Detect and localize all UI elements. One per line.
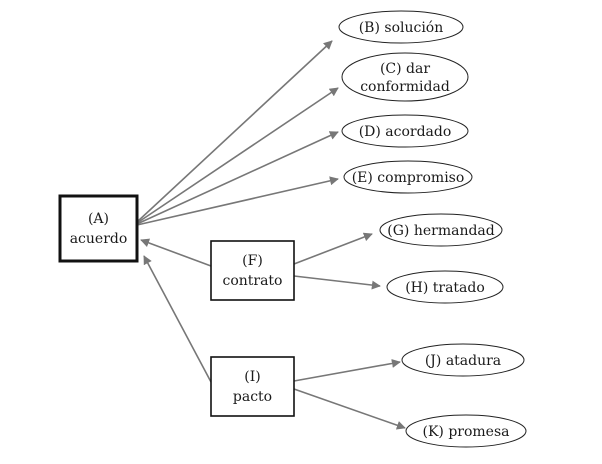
edge-a-d xyxy=(136,131,339,225)
edge-f-g xyxy=(293,232,373,265)
node-g-hermandad: (G) hermandad xyxy=(379,213,503,247)
node-k-label: (K) promesa xyxy=(422,424,509,440)
node-d-acordado: (D) acordado xyxy=(341,114,469,148)
edges xyxy=(136,40,406,430)
edge-f-a xyxy=(140,238,212,267)
node-f-word: contrato xyxy=(222,273,282,289)
edge-a-c xyxy=(136,87,339,224)
node-a-acuerdo: (A) acuerdo xyxy=(58,194,139,263)
node-i-pacto: (I) pacto xyxy=(210,356,295,417)
node-c-word: conformidad xyxy=(360,79,450,95)
node-i-label: (I) xyxy=(244,369,260,385)
node-f-contrato: (F) contrato xyxy=(210,240,295,301)
node-k-promesa: (K) promesa xyxy=(405,414,527,448)
edge-i-j xyxy=(293,358,401,382)
node-h-label: (H) tratado xyxy=(405,280,485,296)
node-e-compromiso: (E) compromiso xyxy=(343,160,473,194)
node-c-label: (C) dar xyxy=(380,61,430,77)
edge-f-h xyxy=(293,275,381,290)
node-a-label: (A) xyxy=(88,211,109,227)
node-b-solucion: (B) solución xyxy=(338,10,464,44)
node-i-word: pacto xyxy=(233,389,272,405)
edge-a-b xyxy=(136,40,333,223)
node-f-label: (F) xyxy=(242,253,263,269)
node-d-label: (D) acordado xyxy=(359,124,452,140)
node-a-word: acuerdo xyxy=(70,231,128,247)
edge-i-k xyxy=(293,388,406,430)
edge-a-e xyxy=(136,176,339,226)
edge-i-a xyxy=(143,255,212,383)
node-j-label: (J) atadura xyxy=(425,353,501,369)
node-c-dar-conformidad: (C) dar conformidad xyxy=(341,52,469,102)
node-b-label: (B) solución xyxy=(359,20,444,36)
node-h-tratado: (H) tratado xyxy=(386,270,504,304)
node-e-label: (E) compromiso xyxy=(352,170,465,186)
node-j-atadura: (J) atadura xyxy=(401,343,525,377)
node-g-label: (G) hermandad xyxy=(387,223,494,239)
